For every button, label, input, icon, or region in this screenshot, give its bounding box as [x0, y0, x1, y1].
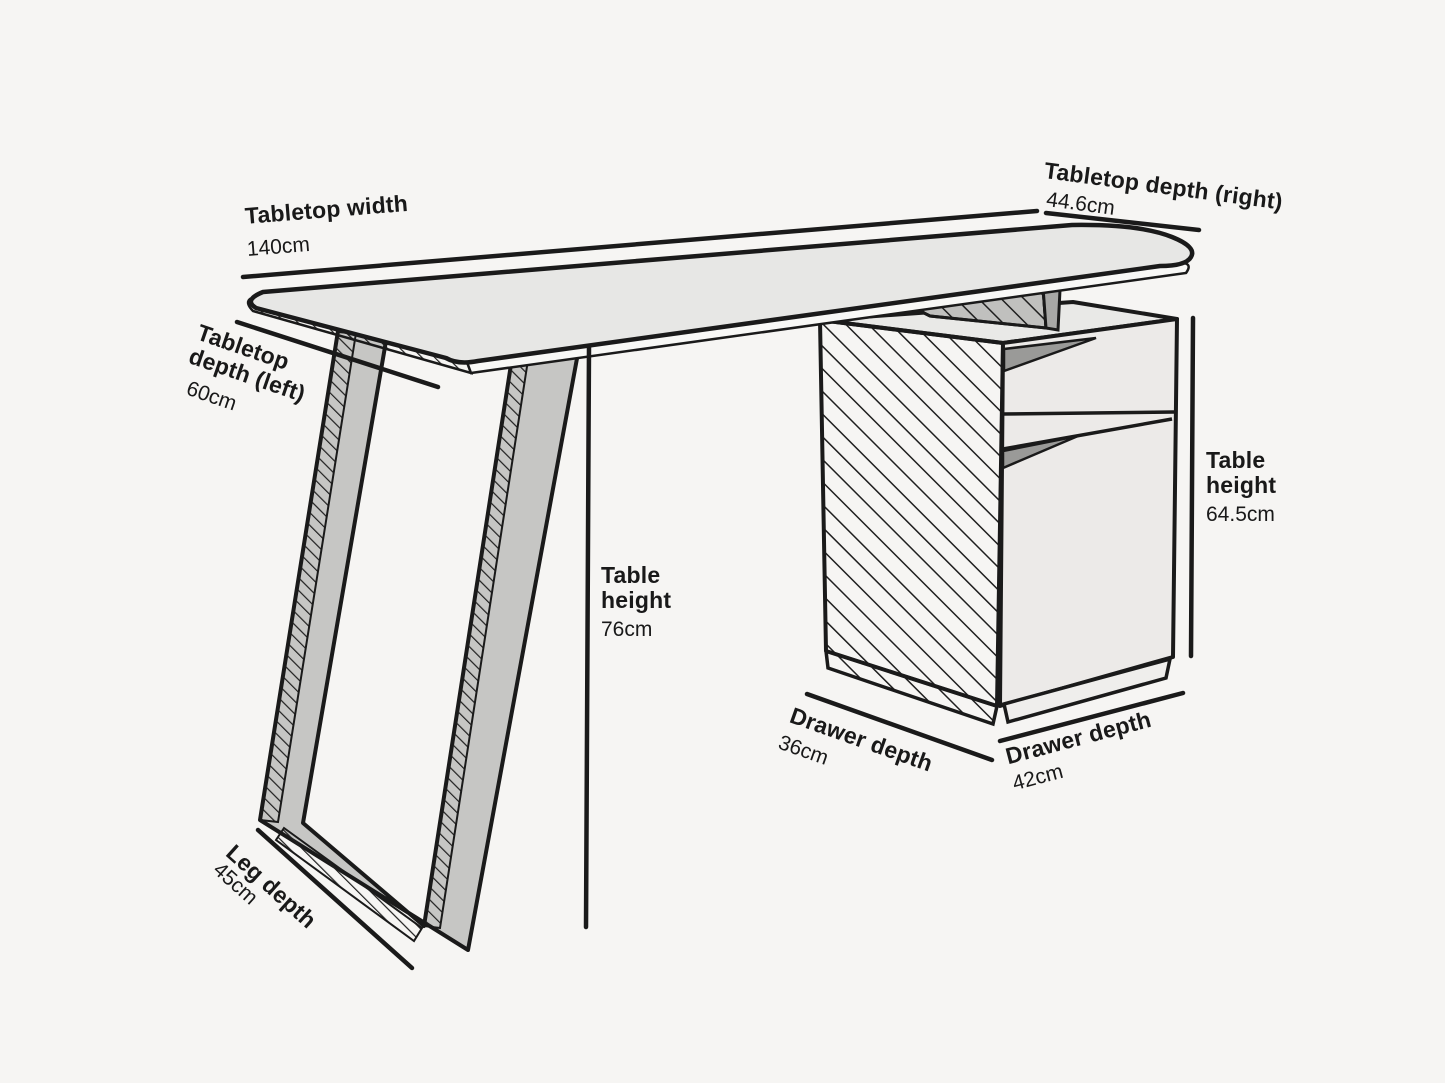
value-table-height-right: 64.5cm — [1206, 503, 1275, 526]
dim-line-drawer-depth-right — [997, 690, 1186, 744]
drawer-pedestal — [818, 285, 1179, 727]
dim-line-table-height-left — [583, 343, 592, 930]
dimension-lines — [234, 208, 1202, 971]
pedestal-front-face — [998, 317, 1179, 708]
pedestal-side-hatch — [818, 318, 1005, 708]
leg-bottom-rail-edge-hatch — [274, 826, 424, 943]
door-top-line — [1002, 417, 1173, 451]
drawer-handle-recess — [1002, 336, 1097, 373]
door-handle-recess — [1001, 434, 1079, 470]
label-table-height-right: Table height — [1206, 447, 1277, 499]
plinth-right-face — [1001, 656, 1173, 725]
tabletop-top-surface — [248, 222, 1195, 365]
dim-line-table-height-right — [1188, 315, 1196, 659]
dim-line-tabletop-depth-right — [1043, 210, 1202, 233]
label-table-height-left: Table height — [601, 562, 672, 614]
drawer-divider-line — [1002, 410, 1175, 416]
dim-line-drawer-depth-left — [804, 691, 995, 763]
trestle-leg — [258, 329, 580, 952]
dim-line-leg-depth — [255, 827, 415, 971]
tabletop — [246, 222, 1195, 375]
dim-line-tabletop-depth-left — [234, 319, 441, 390]
dim-line-tabletop-width — [240, 208, 1040, 280]
plinth-left-face — [823, 648, 1000, 727]
value-table-height-left: 76cm — [601, 618, 653, 641]
